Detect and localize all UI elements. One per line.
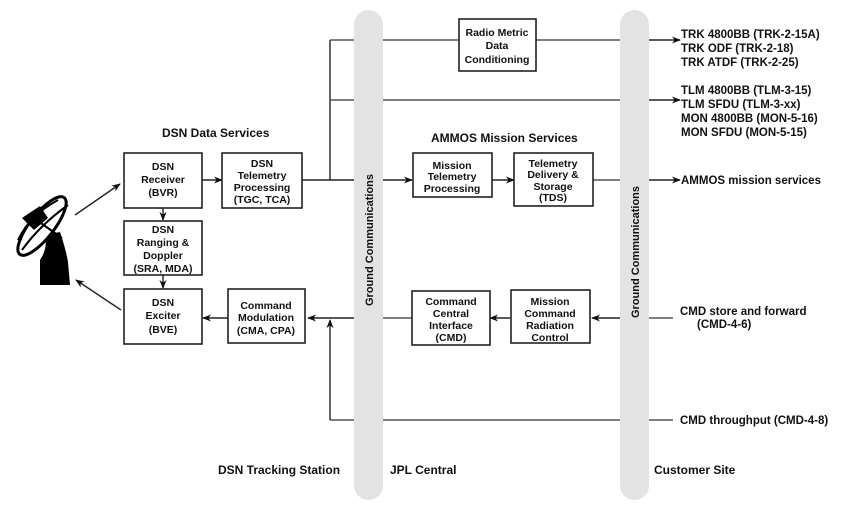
- box-dsn-exciter: DSN Exciter (BVE): [123, 288, 203, 345]
- svg-text:TRK 4800BB (TRK-2-15A): TRK 4800BB (TRK-2-15A): [681, 29, 820, 41]
- box-telemetry-delivery-storage: Telemetry Delivery & Storage (TDS): [513, 152, 594, 207]
- svg-text:DSN: DSN: [152, 161, 174, 173]
- svg-text:Command: Command: [524, 308, 575, 320]
- zone-dsn-tracking-station: DSN Tracking Station: [218, 463, 340, 477]
- ground-comms-label-right: Ground Communications: [630, 186, 642, 318]
- svg-text:CMD store and forward: CMD store and forward: [680, 306, 807, 318]
- svg-text:DSN: DSN: [152, 297, 174, 309]
- svg-text:Processing: Processing: [234, 182, 291, 194]
- svg-text:Central: Central: [433, 308, 469, 320]
- svg-text:Data: Data: [486, 40, 509, 52]
- output-ammos-mission-services: AMMOS mission services: [681, 175, 821, 187]
- box-mission-telemetry-processing: Mission Telemetry Processing: [412, 152, 493, 198]
- svg-text:(CMA, CPA): (CMA, CPA): [237, 325, 295, 337]
- svg-text:Storage: Storage: [533, 181, 572, 193]
- zone-jpl-central: JPL Central: [390, 463, 456, 477]
- svg-text:(CMD): (CMD): [436, 332, 467, 344]
- svg-text:(BVR): (BVR): [148, 187, 177, 199]
- svg-text:Telemetry: Telemetry: [529, 158, 578, 170]
- dish-antenna-icon: [16, 195, 70, 285]
- svg-text:Interface: Interface: [429, 320, 473, 332]
- ground-comms-bar-left: Ground Communications: [354, 10, 383, 500]
- svg-text:Doppler: Doppler: [143, 250, 183, 262]
- svg-text:TLM 4800BB (TLM-3-15): TLM 4800BB (TLM-3-15): [681, 85, 812, 97]
- box-mission-command-radiation-control: Mission Command Radiation Control: [510, 289, 591, 344]
- svg-text:Conditioning: Conditioning: [465, 54, 530, 66]
- box-dsn-telemetry-processing: DSN Telemetry Processing (TGC, TCA): [221, 152, 303, 209]
- svg-text:(CMD-4-6): (CMD-4-6): [697, 319, 751, 331]
- ammos-mission-services-header: AMMOS Mission Services: [431, 131, 578, 145]
- svg-text:Mission: Mission: [530, 296, 569, 308]
- svg-text:Telemetry: Telemetry: [238, 170, 287, 182]
- svg-text:(TGC, TCA): (TGC, TCA): [234, 194, 291, 206]
- zone-customer-site: Customer Site: [654, 463, 736, 477]
- box-dsn-receiver: DSN Receiver (BVR): [123, 152, 203, 209]
- svg-text:Ranging &: Ranging &: [137, 237, 190, 249]
- connectors: [74, 36, 681, 421]
- svg-text:Command: Command: [425, 296, 476, 308]
- svg-text:Telemetry: Telemetry: [428, 171, 477, 183]
- svg-text:Exciter: Exciter: [145, 310, 180, 322]
- svg-text:Processing: Processing: [424, 183, 481, 195]
- box-dsn-ranging-doppler: DSN Ranging & Doppler (SRA, MDA): [123, 220, 203, 276]
- svg-text:TLM SFDU (TLM-3-xx): TLM SFDU (TLM-3-xx): [681, 99, 801, 111]
- output-tlm-mon-products: TLM 4800BB (TLM-3-15) TLM SFDU (TLM-3-xx…: [681, 85, 818, 139]
- svg-text:Mission: Mission: [432, 160, 471, 172]
- ground-comms-label-left: Ground Communications: [364, 174, 376, 306]
- svg-text:DSN: DSN: [152, 224, 174, 236]
- svg-text:MON SFDU (MON-5-15): MON SFDU (MON-5-15): [681, 127, 807, 139]
- box-command-modulation: Command Modulation (CMA, CPA): [227, 288, 306, 344]
- svg-text:DSN: DSN: [251, 158, 273, 170]
- output-cmd-throughput: CMD throughput (CMD-4-8): [680, 415, 828, 427]
- output-cmd-store-forward: CMD store and forward (CMD-4-6): [680, 306, 807, 331]
- svg-text:Radio Metric: Radio Metric: [465, 27, 528, 39]
- svg-text:TRK ATDF (TRK-2-25): TRK ATDF (TRK-2-25): [681, 57, 799, 69]
- svg-text:Command: Command: [240, 300, 291, 312]
- output-trk-products: TRK 4800BB (TRK-2-15A) TRK ODF (TRK-2-18…: [681, 29, 820, 69]
- dsn-data-services-header: DSN Data Services: [162, 126, 270, 140]
- svg-text:Receiver: Receiver: [141, 174, 185, 186]
- svg-text:Delivery &: Delivery &: [527, 169, 579, 181]
- svg-text:(BVE): (BVE): [149, 324, 178, 336]
- svg-text:Control: Control: [531, 332, 568, 344]
- ground-comms-bar-right: Ground Communications: [620, 10, 649, 500]
- svg-text:MON 4800BB (MON-5-16): MON 4800BB (MON-5-16): [681, 113, 818, 125]
- svg-text:(TDS): (TDS): [539, 192, 567, 204]
- box-radio-metric-data-conditioning: Radio Metric Data Conditioning: [458, 18, 537, 72]
- svg-text:Modulation: Modulation: [238, 312, 294, 324]
- svg-text:TRK ODF (TRK-2-18): TRK ODF (TRK-2-18): [681, 43, 794, 55]
- svg-text:(SRA, MDA): (SRA, MDA): [134, 263, 193, 275]
- box-command-central-interface: Command Central Interface (CMD): [411, 290, 491, 346]
- svg-text:Radiation: Radiation: [526, 320, 574, 332]
